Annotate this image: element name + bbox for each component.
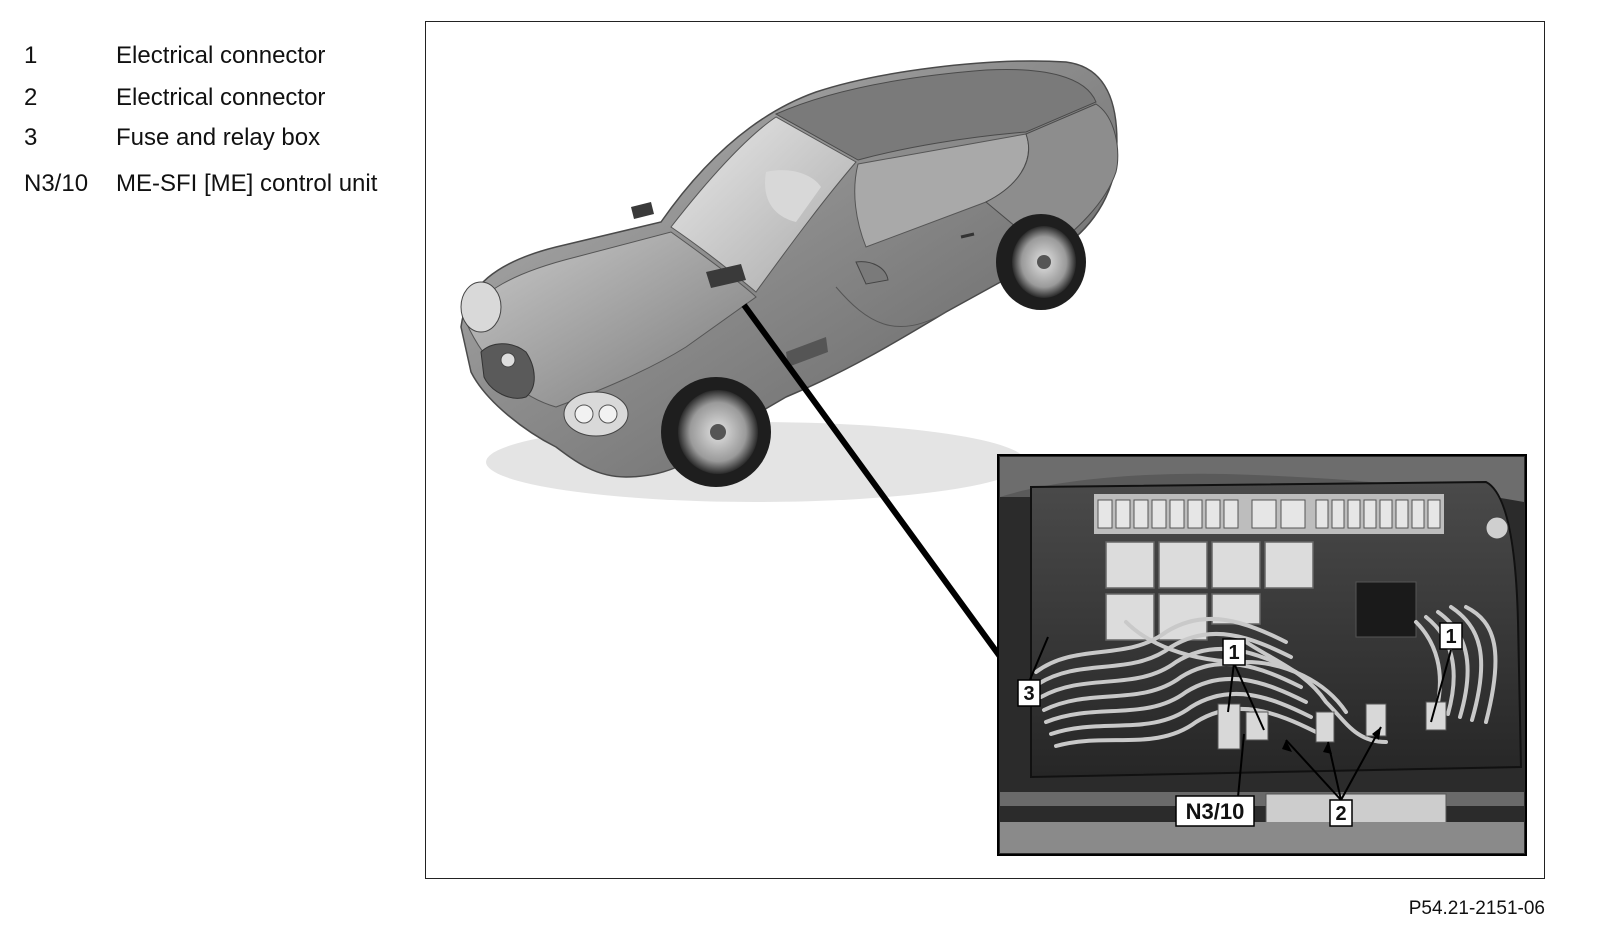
legend-code: N3/10 <box>24 170 89 197</box>
callout-1-right-label: 1 <box>1445 626 1456 648</box>
legend-item: 2 Electrical connector <box>24 82 414 122</box>
legend-item: 3 Fuse and relay box <box>24 122 414 168</box>
callout-n3-10-label: N3/10 <box>1186 799 1245 824</box>
callout-1-left: 1 <box>1222 638 1246 666</box>
callout-2: 2 <box>1329 799 1353 827</box>
callout-3-label: 3 <box>1023 683 1034 705</box>
leader-line <box>741 303 1007 664</box>
figure-frame: 1 1 3 N3/10 2 <box>425 21 1545 879</box>
legend-description: Electrical connector <box>116 42 326 69</box>
legend-code: 3 <box>24 124 38 151</box>
inset-photo: 1 1 3 N3/10 2 <box>997 454 1527 856</box>
callout-n3-10: N3/10 <box>1175 795 1255 827</box>
legend-item: 1 Electrical connector <box>24 40 414 82</box>
legend-description: Electrical connector <box>116 84 326 111</box>
callout-1-right: 1 <box>1439 622 1463 650</box>
legend-description: ME-SFI [ME] control unit <box>116 170 378 197</box>
figure-code: P54.21-2151-06 <box>1408 898 1545 919</box>
figure-illustration: 1 1 3 N3/10 2 <box>460 60 1527 856</box>
legend-description: Fuse and relay box <box>116 124 321 151</box>
callout-3: 3 <box>1017 679 1041 707</box>
legend-code: 1 <box>24 42 38 69</box>
legend: 1 Electrical connector 2 Electrical conn… <box>24 40 414 210</box>
legend-code: 2 <box>24 84 38 111</box>
callout-2-label: 2 <box>1335 803 1346 825</box>
legend-item: N3/10 ME-SFI [ME] control unit <box>24 168 414 210</box>
callout-1-left-label: 1 <box>1228 642 1239 664</box>
car-illustration <box>460 60 1119 502</box>
